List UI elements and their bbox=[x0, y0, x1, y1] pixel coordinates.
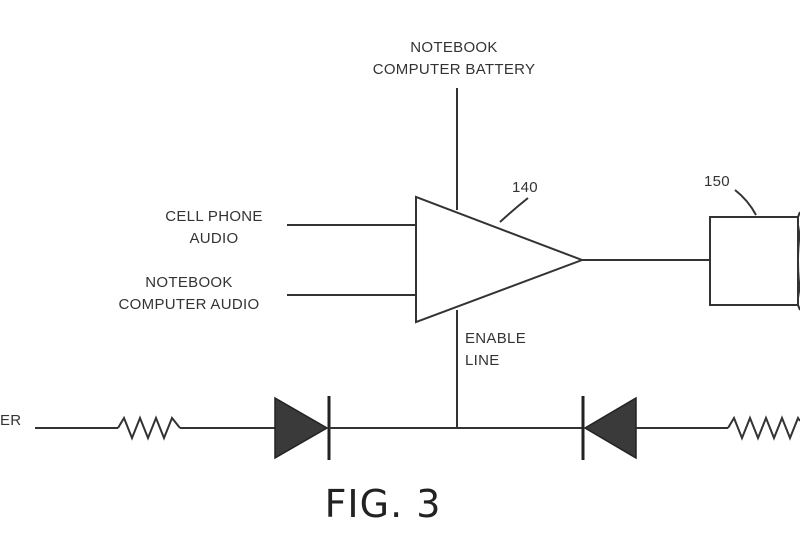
battery-label-line1: NOTEBOOK bbox=[410, 39, 497, 56]
resistor-right bbox=[727, 415, 800, 441]
enable-label-line1: ENABLE bbox=[465, 330, 526, 347]
amp-leader-line bbox=[499, 197, 529, 223]
cell-audio-label-line1: CELL PHONE bbox=[165, 208, 262, 225]
speaker-ref-label: 150 bbox=[704, 173, 730, 190]
speaker-leader-line bbox=[734, 189, 757, 216]
battery-label-line2: COMPUTER BATTERY bbox=[373, 61, 536, 78]
diode-right bbox=[583, 396, 637, 460]
enable-label-line2: LINE bbox=[465, 352, 500, 369]
notebook-audio-label-line1: NOTEBOOK bbox=[145, 274, 232, 291]
resistor-left bbox=[117, 415, 181, 441]
cell-audio-label-line2: AUDIO bbox=[189, 230, 238, 247]
diode-left bbox=[274, 396, 329, 460]
amplifier-triangle bbox=[415, 195, 585, 324]
left-partial-label: ER bbox=[0, 412, 21, 429]
amplifier-ref-label: 140 bbox=[512, 179, 538, 196]
speaker-box bbox=[709, 216, 799, 306]
notebook-audio-label-line2: COMPUTER AUDIO bbox=[119, 296, 260, 313]
figure-caption: FIG. 3 bbox=[325, 482, 442, 526]
